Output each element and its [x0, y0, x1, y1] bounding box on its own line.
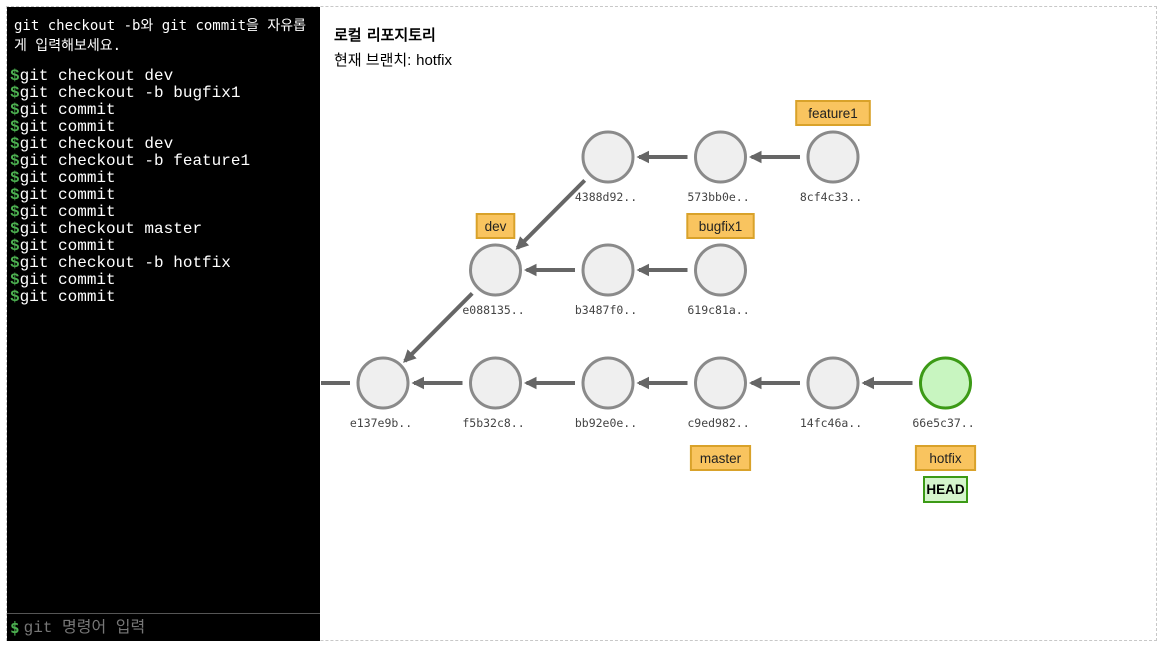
commit-node[interactable]	[806, 130, 860, 184]
head-label-text: HEAD	[926, 482, 965, 497]
commit-node[interactable]	[581, 130, 635, 184]
prompt-dollar-icon: $	[10, 84, 20, 102]
prompt-dollar-icon: $	[10, 118, 20, 136]
history-command: git checkout -b hotfix	[19, 254, 231, 272]
branch-name-bugfix1: bugfix1	[699, 219, 743, 234]
commit-hash: 66e5c37..	[912, 416, 974, 430]
commit-hash: 14fc46a..	[800, 416, 862, 430]
head-label-box	[923, 476, 968, 503]
history-command: git commit	[19, 169, 116, 187]
branch-name-dev: dev	[485, 219, 507, 234]
command-history: $git checkout dev$git checkout -b bugfix…	[10, 68, 250, 306]
repo-title: 로컬 리포지토리	[334, 26, 436, 44]
commit-hash: 4388d92..	[575, 190, 637, 204]
commit-node[interactable]	[469, 356, 522, 410]
history-command: git commit	[19, 203, 116, 221]
history-line: $git checkout dev	[10, 136, 250, 153]
branch-label-box[interactable]	[795, 100, 871, 126]
prompt-dollar-icon: $	[10, 67, 20, 85]
parent-arrow	[515, 178, 587, 250]
prompt-dollar-icon: $	[10, 186, 20, 204]
head-commit-node[interactable]	[919, 356, 972, 410]
branch-label-box[interactable]	[686, 213, 755, 239]
branch-name-master: master	[700, 451, 742, 466]
commit-hash: b3487f0..	[575, 303, 637, 317]
history-command: git commit	[19, 118, 116, 136]
branch-name-hotfix: hotfix	[929, 451, 962, 466]
branch-name-feature1: feature1	[808, 106, 858, 121]
history-command: git checkout master	[19, 220, 203, 238]
history-command: git commit	[19, 101, 116, 119]
command-input-row[interactable]: $	[7, 613, 320, 641]
history-line: $git commit	[10, 289, 250, 306]
commit-node[interactable]	[694, 243, 747, 297]
history-command: git commit	[19, 237, 116, 255]
commit-node[interactable]	[694, 130, 747, 184]
commit-node[interactable]	[806, 356, 860, 410]
history-line: $git checkout master	[10, 221, 250, 238]
commit-hash: 573bb0e..	[687, 190, 749, 204]
commit-hash: 8cf4c33..	[800, 190, 862, 204]
commit-node[interactable]	[694, 356, 747, 410]
prompt-dollar-icon: $	[10, 271, 20, 289]
history-line: $git commit	[10, 187, 250, 204]
history-command: git commit	[19, 271, 116, 289]
history-line: $git checkout -b feature1	[10, 153, 250, 170]
prompt-dollar-icon: $	[10, 152, 20, 170]
current-branch-indicator: 현재 브랜치: hotfix	[334, 49, 452, 70]
prompt-dollar-icon: $	[10, 254, 20, 272]
commit-hash: 619c81a..	[687, 303, 749, 317]
history-line: $git checkout -b hotfix	[10, 255, 250, 272]
branch-label-box[interactable]	[914, 445, 977, 471]
history-line: $git checkout dev	[10, 68, 250, 85]
history-line: $git commit	[10, 238, 250, 255]
prompt-dollar-icon: $	[10, 203, 20, 221]
branch-label-box[interactable]	[475, 213, 516, 239]
history-command: git commit	[19, 288, 116, 306]
terminal-panel[interactable]: git checkout -b와 git commit을 자유롭게 입력해보세요…	[7, 7, 320, 641]
history-line: $git commit	[10, 204, 250, 221]
history-line: $git commit	[10, 272, 250, 289]
parent-arrow	[403, 291, 474, 363]
prompt-dollar-icon: $	[10, 135, 20, 153]
prompt-dollar-icon: $	[10, 237, 20, 255]
commit-node[interactable]	[581, 356, 635, 410]
history-command: git commit	[19, 186, 116, 204]
command-input[interactable]	[23, 618, 294, 637]
history-line: $git commit	[10, 119, 250, 136]
prompt-dollar-icon: $	[10, 618, 20, 637]
commit-hash: e088135..	[462, 303, 524, 317]
prompt-dollar-icon: $	[10, 101, 20, 119]
commit-node[interactable]	[469, 243, 522, 297]
prompt-dollar-icon: $	[10, 288, 20, 306]
terminal-instructions: git checkout -b와 git commit을 자유롭게 입력해보세요…	[14, 18, 306, 54]
history-line: $git checkout -b bugfix1	[10, 85, 250, 102]
prompt-dollar-icon: $	[10, 220, 20, 238]
commit-hash: c9ed982..	[687, 416, 749, 430]
current-branch-label: 현재 브랜치:	[334, 52, 412, 69]
commit-hash: f5b32c8..	[462, 416, 524, 430]
history-line: $git commit	[10, 102, 250, 119]
prompt-dollar-icon: $	[10, 169, 20, 187]
history-command: git checkout -b bugfix1	[19, 84, 241, 102]
commit-node[interactable]	[356, 356, 410, 410]
page-frame	[6, 6, 1157, 641]
history-command: git checkout dev	[19, 135, 174, 153]
branch-label-box[interactable]	[689, 445, 752, 471]
history-command: git checkout -b feature1	[19, 152, 251, 170]
commit-hash: bb92e0e..	[575, 416, 637, 430]
current-branch-value: hotfix	[416, 52, 452, 69]
history-command: git checkout dev	[19, 67, 174, 85]
commit-hash: e137e9b..	[350, 416, 412, 430]
commit-node[interactable]	[581, 243, 635, 297]
history-line: $git commit	[10, 170, 250, 187]
